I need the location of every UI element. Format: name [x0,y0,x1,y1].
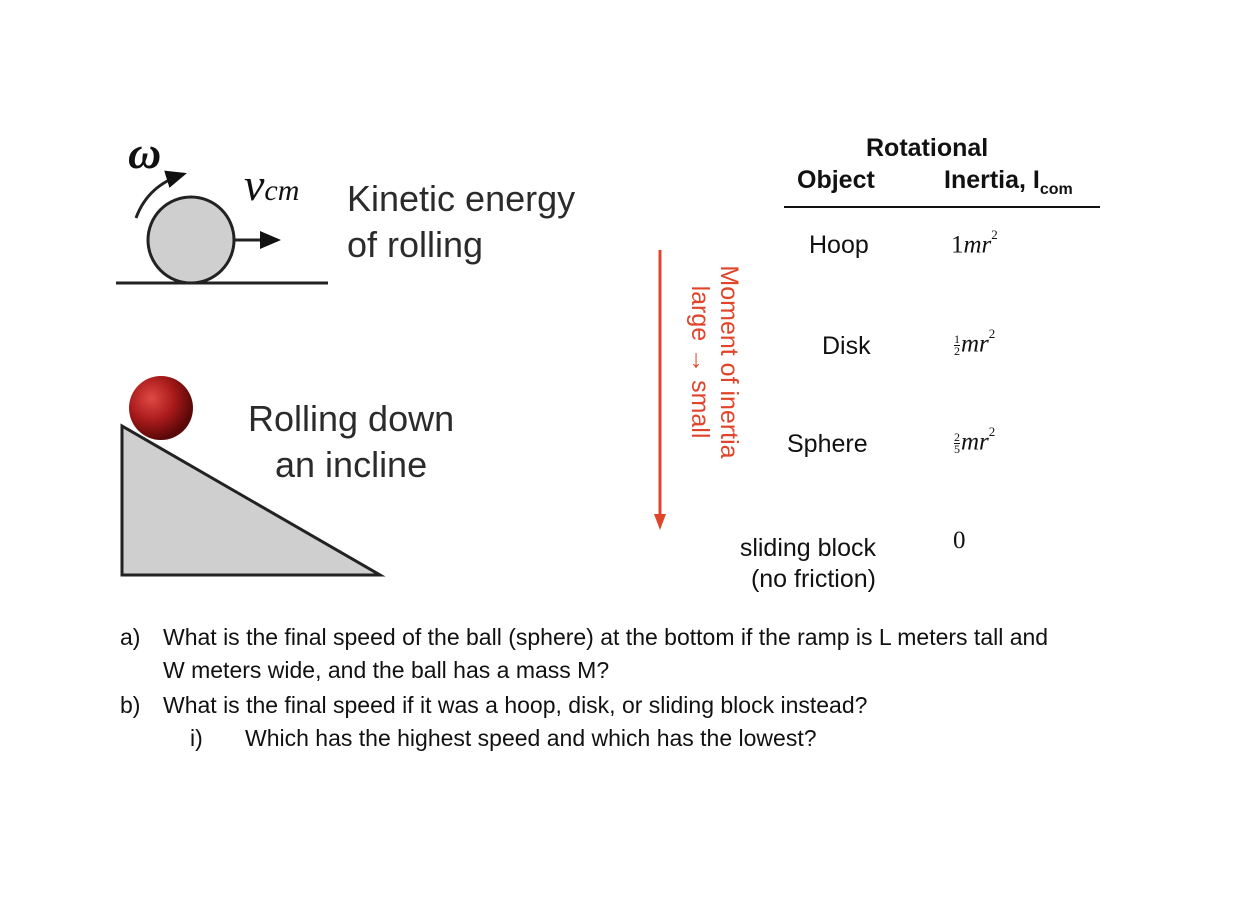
row-hoop-formula: 1mr2 [951,227,998,259]
incline-line1: Rolling down [248,398,455,439]
question-a-line2: W meters wide, and the ball has a mass M… [163,657,610,683]
omega-symbol: ω [128,127,162,178]
row-block-line2: (no friction) [750,565,876,593]
question-b-marker: b) [120,692,141,718]
rotation-arrow [134,170,187,219]
row-disk-object: Disk [822,332,871,360]
header-inertia-sub: com [1039,181,1073,198]
question-a-marker: a) [120,624,141,650]
incline-ramp [120,423,386,577]
incline-figure [110,370,400,590]
question-b-i: i) Which has the highest speed and which… [190,722,1090,755]
kinetic-energy-line1: Kinetic energy [347,178,576,219]
question-b-text: What is the final speed if it was a hoop… [163,692,868,718]
velocity-letter: v [244,159,265,210]
ball [129,376,193,440]
incline-line2: an incline [275,444,428,485]
rolling-wheel-drawing [116,170,328,285]
incline-drawing [120,376,386,577]
header-object: Object [797,166,875,194]
table-header-rule [784,206,1100,208]
row-block-value: 0 [953,527,966,554]
header-inertia: Inertia, Icom [944,166,1073,198]
row-sphere-object: Sphere [787,430,868,458]
moment-arrow [650,246,670,536]
kinetic-energy-line2: of rolling [347,224,484,265]
question-a-line1: What is the final speed of the ball (sph… [163,624,1049,650]
moment-arrow-drawing [654,250,666,530]
velocity-symbol: vcm [244,158,299,211]
header-inertia-text: Inertia, I [944,166,1040,194]
question-b: b) What is the final speed if it was a h… [120,689,1180,722]
velocity-subscript: cm [264,174,300,207]
question-a: a) What is the final speed of the ball (… [120,621,1180,687]
question-b-i-text: Which has the highest speed and which ha… [245,725,817,751]
incline-label: Rolling down an incline [248,396,454,488]
row-block-line1: sliding block [739,534,876,562]
moment-label-line1: Moment of inertia [715,265,743,459]
wheel-circle [146,195,236,285]
rolling-wheel-figure [110,130,350,300]
question-b-i-marker: i) [190,725,203,751]
moment-label-line2: large → small [686,285,714,439]
header-rotational: Rotational [866,134,989,162]
kinetic-energy-label: Kinetic energy of rolling [347,176,575,268]
row-block-object: sliding block (no friction) [724,533,876,595]
row-hoop-object: Hoop [809,231,869,259]
